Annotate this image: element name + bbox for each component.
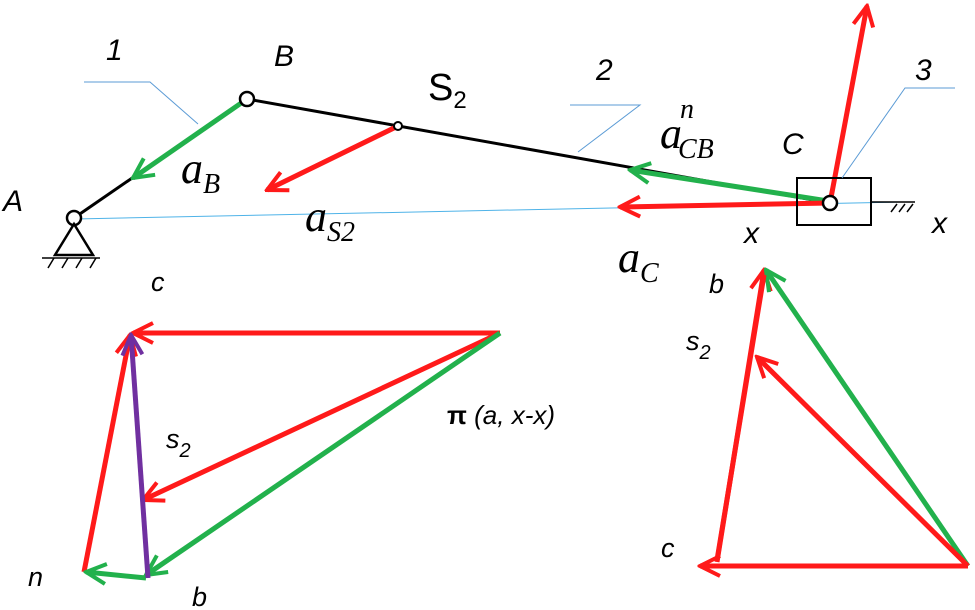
plan-left-b-n [86,572,147,578]
plan-right-pi-s2 [757,357,970,568]
accel-c-vector [620,203,831,207]
support-a-hatch [47,257,97,269]
label-accel-c: aC [618,233,659,289]
accel-cbn-vector [630,170,829,204]
label-link-1: 1 [106,34,123,67]
leader-1 [84,81,199,125]
plan-left-n-c [81,335,130,573]
plan-left-label-b: b [192,582,207,610]
label-link-2: 2 [595,54,613,87]
label-accel-s2: aS2 [305,192,355,248]
support-a [52,221,96,257]
label-axis-x-right: x [930,207,948,240]
slider-ground-hatch [890,203,914,213]
plan-right-pi-b [766,270,971,568]
plan-left-label-n: n [28,562,43,592]
tangential-vector-c [827,6,867,204]
plan-left-pole-label: π (a, x-x) [447,400,555,430]
plan-left-label-s2: s2 [166,424,191,462]
joint-c [821,194,839,212]
accel-s2-vector [267,123,400,193]
label-point-b: B [274,40,294,73]
plan-right-label-c: c [661,533,675,563]
plan-left-b-c [131,335,151,579]
joint-s2 [393,121,403,131]
label-link-3: 3 [915,54,932,87]
label-centroid-s2: S2 [428,67,467,114]
label-accel-b: aB [181,144,220,200]
leader-3 [841,87,955,179]
label-point-a: A [1,185,23,218]
plan-right-label-s2: s2 [686,326,711,364]
plan-left-label-c: c [151,267,165,297]
plan-right-label-b: b [709,269,724,299]
leader-2 [570,104,642,153]
label-axis-x-left: x [742,217,760,250]
joint-b [238,90,256,108]
accel-b-vector [133,96,249,178]
label-point-c: C [782,128,804,161]
plan-left-pi-s2 [143,330,502,500]
plan-left-pi-b [146,330,502,575]
plan-right-b-c [714,274,767,561]
